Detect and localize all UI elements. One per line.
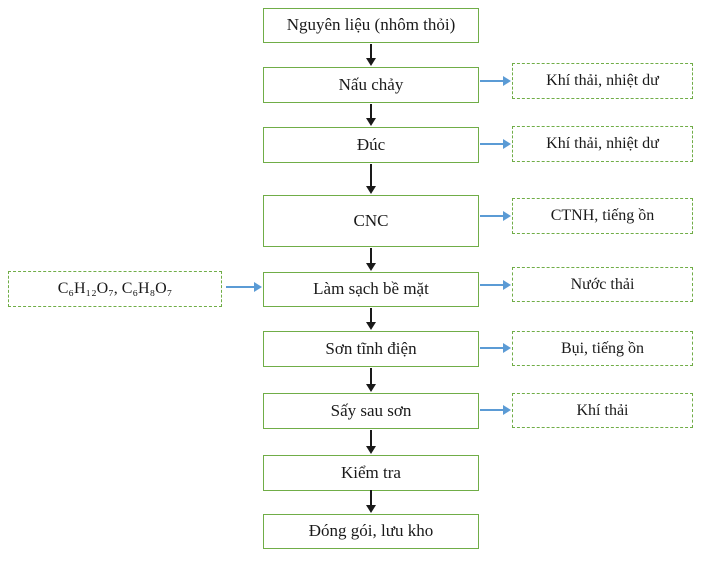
- step-say-sau-son: Sấy sau sơn: [263, 393, 479, 429]
- emission-khi-thai-nhiet-du-1: Khí thải, nhiệt dư: [512, 63, 693, 99]
- flow-arrow-down-6: [365, 368, 377, 392]
- flow-arrow-down-8: [365, 490, 377, 513]
- emission-khi-thai-nhiet-du-2: Khí thải, nhiệt dư: [512, 126, 693, 162]
- emission-arrow-3: [480, 210, 511, 222]
- flow-arrow-down-7: [365, 430, 377, 454]
- emission-arrow-1: [480, 75, 511, 87]
- flow-arrow-down-1: [365, 44, 377, 66]
- step-lam-sach-be-mat: Làm sạch bề mặt: [263, 272, 479, 307]
- flow-arrow-down-2: [365, 104, 377, 126]
- step-cnc: CNC: [263, 195, 479, 247]
- step-nau-chay: Nấu chảy: [263, 67, 479, 103]
- input-chemicals: C₆H₁₂O₇, C₆H₈O₇: [8, 271, 222, 307]
- emission-bui-tieng-on: Bụi, tiếng ồn: [512, 331, 693, 366]
- emission-arrow-6: [480, 404, 511, 416]
- step-son-tinh-dien: Sơn tĩnh điện: [263, 331, 479, 367]
- step-duc: Đúc: [263, 127, 479, 163]
- flow-arrow-down-4: [365, 248, 377, 271]
- step-kiem-tra: Kiểm tra: [263, 455, 479, 491]
- emission-ctnh-tieng-on: CTNH, tiếng ồn: [512, 198, 693, 234]
- emission-arrow-4: [480, 279, 511, 291]
- input-arrow-chemicals: [226, 281, 262, 293]
- flow-arrow-down-3: [365, 164, 377, 194]
- emission-nuoc-thai: Nước thải: [512, 267, 693, 302]
- step-dong-goi-luu-kho: Đóng gói, lưu kho: [263, 514, 479, 549]
- flow-arrow-down-5: [365, 308, 377, 330]
- emission-arrow-2: [480, 138, 511, 150]
- step-nguyen-lieu: Nguyên liệu (nhôm thỏi): [263, 8, 479, 43]
- emission-arrow-5: [480, 342, 511, 354]
- emission-khi-thai: Khí thải: [512, 393, 693, 428]
